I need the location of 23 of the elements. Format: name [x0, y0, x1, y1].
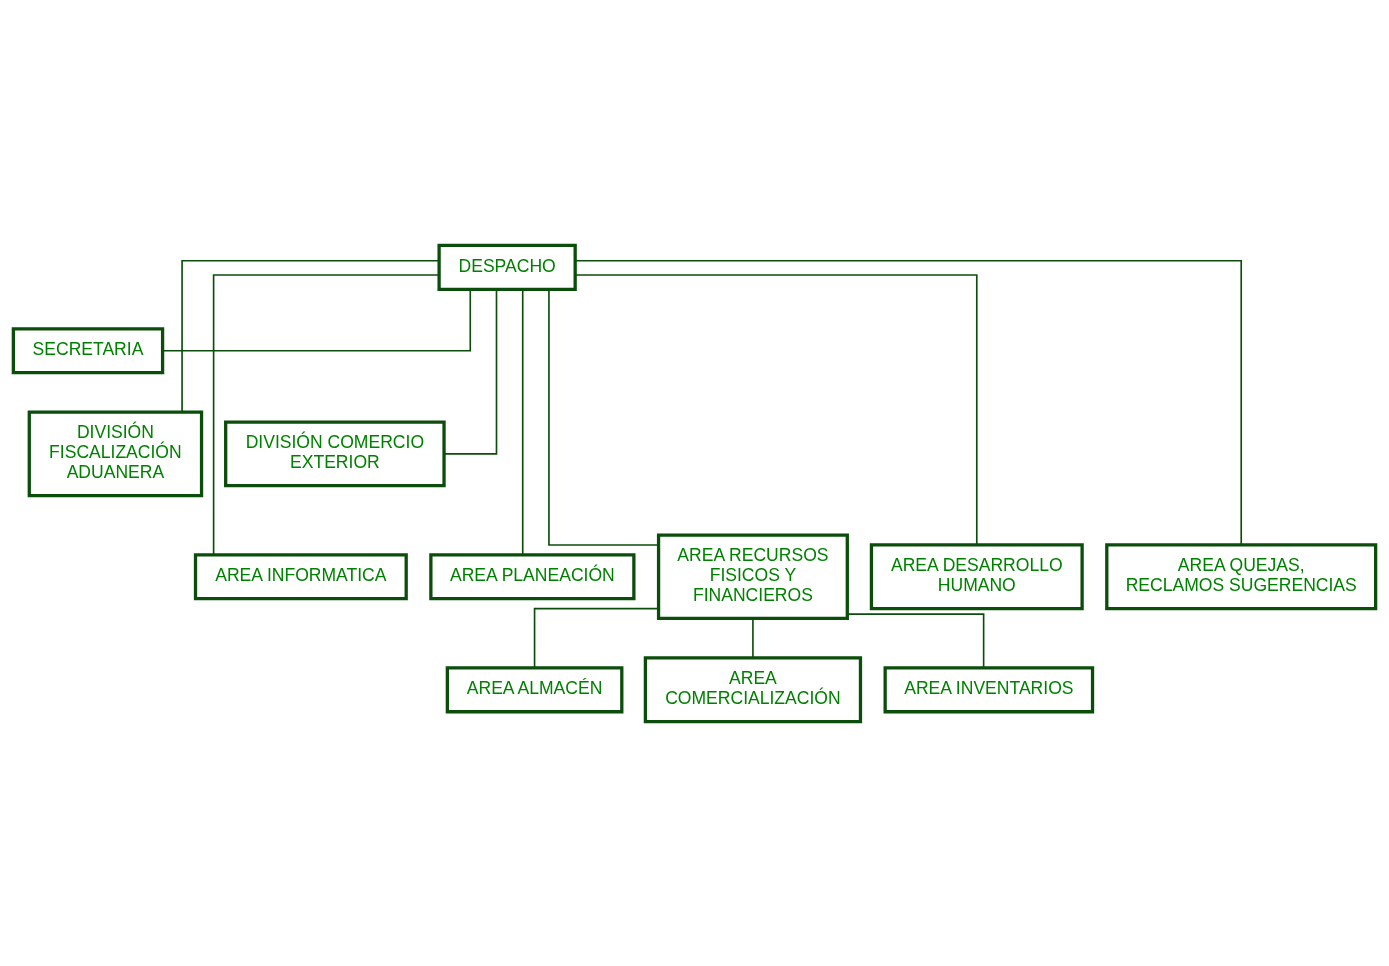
connector	[574, 259, 1243, 546]
node-box: DIVISIÓN FISCALIZACIÓN ADUANERA	[27, 410, 204, 497]
node-box: AREA COMERCIALIZACIÓN	[643, 655, 863, 723]
node-box: SECRETARIA	[11, 326, 165, 374]
node-box: DESPACHO	[437, 243, 577, 291]
node-box: AREA ALMACÉN	[445, 665, 624, 713]
node-box: AREA QUEJAS, RECLAMOS SUGERENCIAS	[1105, 542, 1378, 610]
node-box: DIVISIÓN COMERCIO EXTERIOR	[224, 419, 446, 487]
connector	[846, 612, 985, 668]
connector	[443, 288, 498, 455]
node-box: AREA INFORMATICA	[193, 552, 408, 600]
connector	[574, 273, 978, 546]
connector	[161, 288, 472, 352]
connector	[181, 259, 440, 413]
connector	[548, 288, 660, 546]
node-box: AREA RECURSOS FISICOS Y FINANCIEROS	[656, 532, 849, 620]
connector	[212, 273, 440, 555]
node-box: AREA PLANEACIÓN	[429, 552, 636, 600]
connector	[521, 288, 524, 556]
connector	[752, 617, 754, 659]
node-box: AREA DESARROLLO HUMANO	[869, 542, 1084, 610]
connector	[533, 607, 660, 668]
node-box: AREA INVENTARIOS	[883, 665, 1095, 713]
